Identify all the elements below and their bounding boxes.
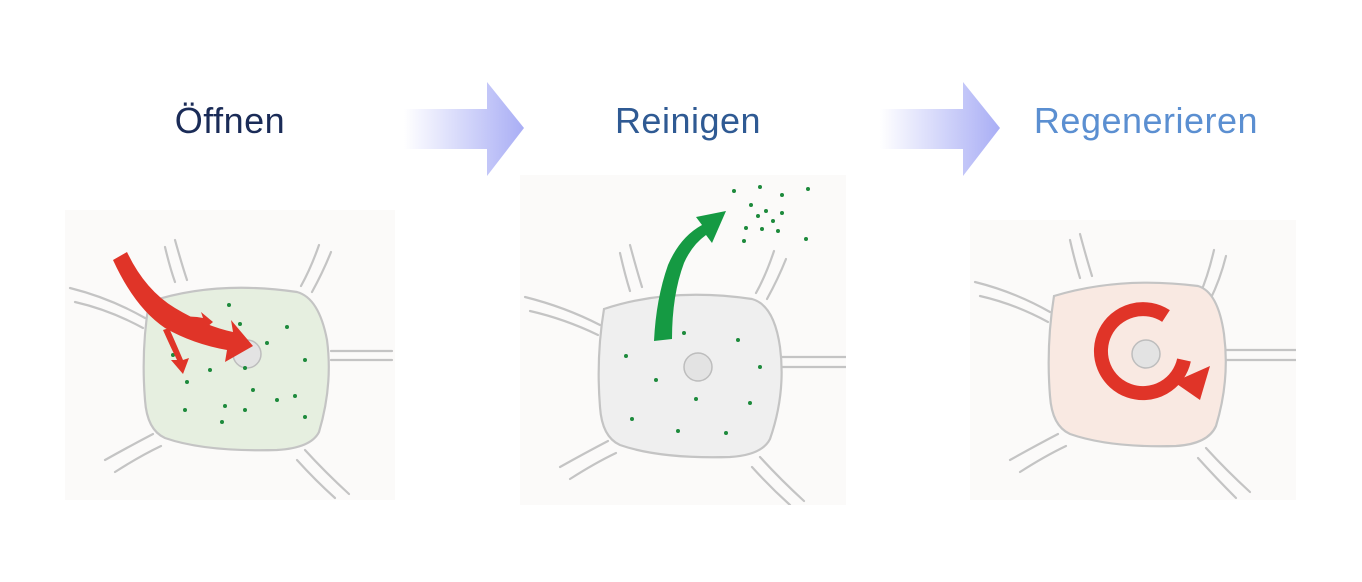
green-removal-arrow-icon	[654, 211, 726, 341]
flow-arrow-right-icon	[404, 82, 528, 183]
particles	[624, 331, 762, 435]
step-title-regenerate: Regenerieren	[1033, 100, 1259, 141]
removed-particles	[732, 185, 810, 243]
cell-illustration-clean	[520, 175, 846, 505]
regeneration-cycle-arrow-icon	[1093, 302, 1210, 401]
nucleus	[1131, 339, 1161, 369]
step-title-clean: Reinigen	[614, 100, 762, 141]
flow-arrow-right-icon	[880, 82, 1004, 183]
cell-illustration-open	[65, 210, 395, 500]
cell-walls	[523, 243, 846, 505]
red-penetration-arrows-icon	[113, 252, 253, 374]
cell-illustration-regenerate	[970, 220, 1296, 500]
nucleus	[683, 352, 713, 382]
step-title-open: Öffnen	[174, 100, 286, 141]
cell-walls	[68, 238, 394, 500]
